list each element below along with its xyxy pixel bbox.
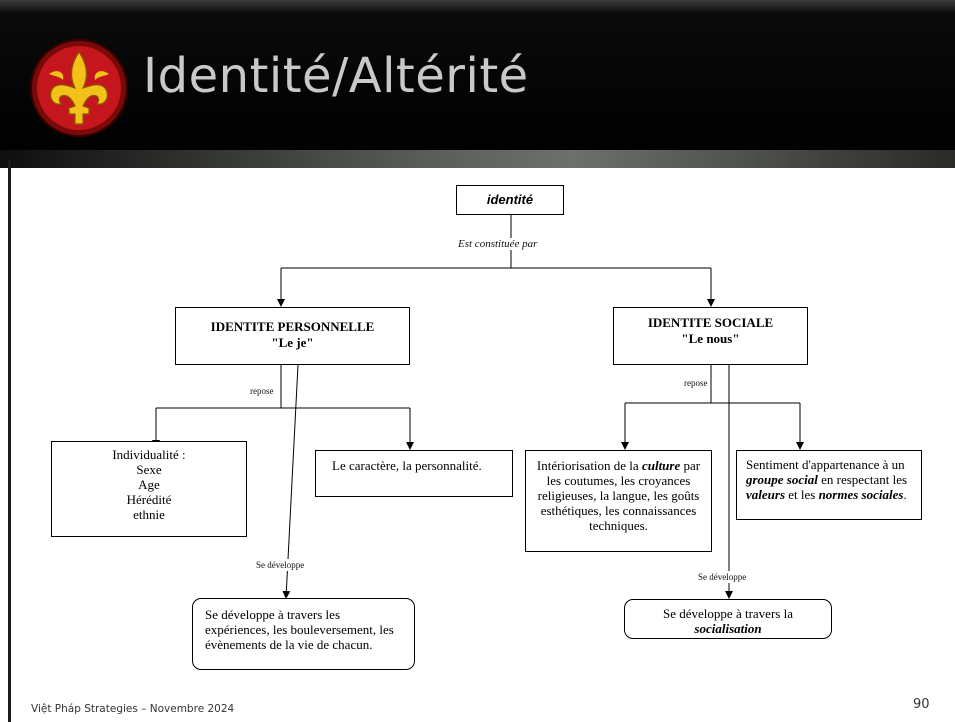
individualite-line-1: Individualité : bbox=[112, 447, 186, 462]
left-border-rule bbox=[8, 160, 11, 722]
identite-personnelle-title: IDENTITE PERSONNELLE bbox=[210, 319, 375, 334]
individualite-line-5: ethnie bbox=[133, 507, 165, 522]
culture-text-1: Intériorisation de la bbox=[536, 458, 642, 473]
appartenance-box: Sentiment d'appartenance à un groupe soc… bbox=[736, 450, 922, 520]
identite-label: identité bbox=[486, 192, 534, 207]
valeurs-keyword: valeurs bbox=[746, 487, 785, 502]
identite-node: identité bbox=[456, 185, 564, 215]
individualite-line-2: Sexe bbox=[136, 462, 162, 477]
identite-personnelle-node: IDENTITE PERSONNELLE "Le je" bbox=[175, 307, 410, 365]
culture-keyword: culture bbox=[641, 458, 681, 473]
se-developpe-label-sociale: Se développe bbox=[696, 571, 749, 583]
identite-sociale-title: IDENTITE SOCIALE bbox=[647, 315, 774, 330]
repose-label-personnelle: repose bbox=[248, 386, 276, 396]
individualite-line-4: Hérédité bbox=[126, 492, 172, 507]
experiences-box: Se développe à travers les expériences, … bbox=[192, 598, 415, 670]
est-constituee-label: Est constituée par bbox=[456, 238, 540, 250]
se-developpe-label-personnelle: Se développe bbox=[254, 559, 307, 571]
repose-label-sociale: repose bbox=[682, 378, 710, 388]
culture-box: Intériorisation de la culture par les co… bbox=[525, 450, 712, 552]
identite-sociale-node: IDENTITE SOCIALE "Le nous" bbox=[613, 307, 808, 365]
individualite-line-3: Age bbox=[138, 477, 160, 492]
page-number: 90 bbox=[913, 697, 930, 712]
caractere-text: Le caractère, la personnalité. bbox=[332, 458, 482, 473]
le-nous-label: "Le nous" bbox=[681, 331, 740, 346]
experiences-text: Se développe à travers les expériences, … bbox=[205, 607, 394, 652]
appartenance-text-4: . bbox=[903, 487, 907, 502]
socialisation-keyword: socialisation bbox=[694, 621, 762, 636]
slide-title: Identité/Altérité bbox=[143, 48, 529, 104]
culture-text-2: par les coutumes, les croyances religieu… bbox=[537, 458, 701, 533]
individualite-box: Individualité : Sexe Age Hérédité ethnie bbox=[51, 441, 247, 537]
footer-text: Việt Pháp Strategies – Novembre 2024 bbox=[31, 703, 235, 715]
fleur-de-lis-logo-icon bbox=[30, 39, 128, 137]
appartenance-text-1: Sentiment d'appartenance à un bbox=[746, 457, 905, 472]
header-sheen bbox=[0, 150, 955, 168]
socialisation-text: Se développe à travers la bbox=[663, 606, 793, 621]
appartenance-text-2: en respectant les bbox=[817, 472, 908, 487]
caractere-box: Le caractère, la personnalité. bbox=[315, 450, 513, 497]
slide-header bbox=[0, 0, 955, 163]
le-je-label: "Le je" bbox=[271, 335, 314, 350]
normes-sociales-keyword: normes sociales bbox=[818, 487, 904, 502]
groupe-social-keyword: groupe social bbox=[746, 472, 818, 487]
appartenance-text-3: et les bbox=[785, 487, 819, 502]
socialisation-box: Se développe à travers la socialisation bbox=[624, 599, 832, 639]
